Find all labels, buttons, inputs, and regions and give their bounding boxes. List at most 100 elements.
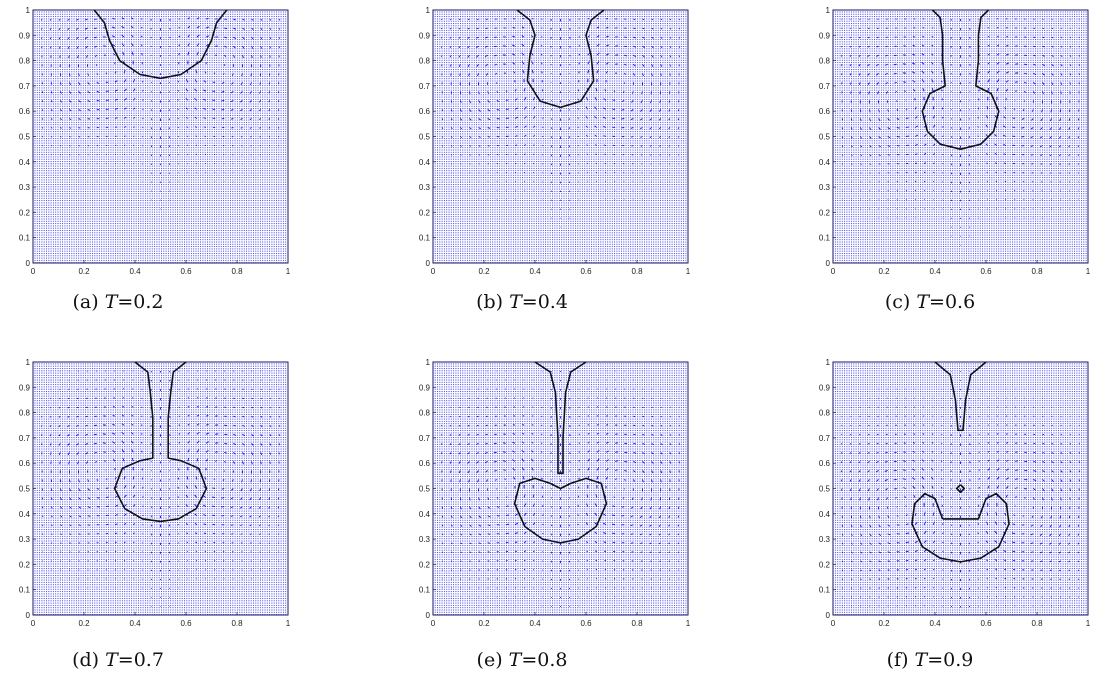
velocity-arrow bbox=[268, 524, 271, 527]
velocity-arrow bbox=[651, 415, 654, 418]
velocity-arrow bbox=[532, 512, 536, 516]
velocity-arrow bbox=[1069, 36, 1072, 39]
velocity-arrow bbox=[58, 452, 61, 456]
velocity-arrow bbox=[496, 506, 500, 508]
y-tick-label: 0.8 bbox=[819, 409, 831, 418]
velocity-arrow bbox=[205, 458, 208, 462]
velocity-arrow bbox=[485, 470, 488, 473]
velocity-arrow bbox=[650, 154, 652, 156]
y-tick-label: 0.4 bbox=[419, 158, 431, 167]
velocity-arrow bbox=[550, 36, 552, 39]
velocity-arrow bbox=[169, 45, 171, 48]
velocity-arrow bbox=[884, 63, 888, 66]
velocity-arrow bbox=[114, 71, 117, 74]
y-tick-label: 0.9 bbox=[19, 31, 31, 40]
velocity-arrow bbox=[485, 73, 489, 76]
velocity-arrow bbox=[905, 532, 909, 535]
velocity-arrow bbox=[624, 479, 626, 481]
velocity-arrow bbox=[931, 433, 934, 435]
velocity-arrow bbox=[449, 18, 452, 21]
velocity-arrow bbox=[513, 476, 516, 480]
velocity-arrow bbox=[840, 45, 843, 48]
velocity-arrow bbox=[1015, 478, 1019, 480]
velocity-arrow bbox=[1012, 541, 1016, 544]
y-tick-label: 0.7 bbox=[819, 434, 831, 443]
velocity-arrow bbox=[194, 107, 198, 110]
velocity-arrow bbox=[484, 442, 488, 445]
velocity-arrow bbox=[921, 485, 925, 489]
velocity-arrow bbox=[969, 452, 971, 455]
y-tick-label: 0.5 bbox=[419, 133, 431, 142]
velocity-arrow bbox=[932, 559, 935, 562]
velocity-arrow bbox=[1024, 497, 1026, 499]
velocity-arrow bbox=[859, 118, 862, 122]
velocity-arrow bbox=[968, 136, 971, 139]
velocity-arrow bbox=[630, 506, 634, 509]
velocity-arrow bbox=[485, 479, 489, 482]
velocity-arrow bbox=[277, 136, 280, 138]
interface-contour bbox=[934, 361, 987, 432]
velocity-arrow bbox=[467, 45, 470, 49]
velocity-arrow bbox=[168, 524, 171, 527]
velocity-arrow bbox=[587, 69, 590, 74]
velocity-arrow bbox=[68, 55, 70, 59]
velocity-arrow bbox=[476, 442, 479, 445]
velocity-arrow bbox=[484, 45, 488, 48]
velocity-arrow bbox=[641, 497, 643, 501]
velocity-arrow bbox=[950, 452, 952, 455]
velocity-arrow bbox=[950, 55, 952, 57]
velocity-arrow bbox=[994, 559, 998, 562]
velocity-arrow bbox=[450, 145, 453, 147]
velocity-arrow bbox=[96, 497, 100, 499]
velocity-arrow bbox=[595, 559, 598, 562]
velocity-arrow bbox=[476, 27, 479, 30]
velocity-arrow bbox=[105, 496, 109, 498]
velocity-arrow bbox=[41, 497, 44, 500]
velocity-arrow bbox=[875, 470, 879, 473]
velocity-arrow bbox=[87, 127, 90, 129]
velocity-arrow bbox=[459, 515, 463, 519]
velocity-arrow bbox=[603, 550, 607, 553]
velocity-arrow bbox=[859, 27, 861, 30]
velocity-arrow bbox=[1078, 73, 1081, 76]
velocity-arrow bbox=[78, 479, 80, 483]
velocity-arrow bbox=[586, 503, 589, 507]
velocity-arrow bbox=[612, 514, 616, 517]
velocity-arrow bbox=[121, 423, 125, 426]
velocity-arrow bbox=[1005, 62, 1010, 65]
velocity-arrow bbox=[677, 551, 680, 553]
velocity-arrow bbox=[250, 82, 252, 86]
velocity-arrow bbox=[114, 108, 118, 110]
y-tick-label: 0.9 bbox=[819, 383, 831, 392]
velocity-arrow bbox=[123, 513, 127, 516]
velocity-arrow bbox=[912, 53, 916, 56]
velocity-arrow bbox=[577, 523, 579, 526]
velocity-arrow bbox=[659, 506, 662, 510]
velocity-arrow bbox=[178, 450, 181, 453]
velocity-arrow bbox=[476, 424, 479, 427]
velocity-arrow bbox=[487, 506, 491, 509]
velocity-arrow bbox=[869, 551, 872, 554]
velocity-arrow bbox=[196, 423, 200, 426]
velocity-arrow bbox=[594, 531, 598, 535]
velocity-arrow bbox=[268, 497, 271, 500]
x-tick-label: 0 bbox=[831, 267, 836, 276]
velocity-arrow bbox=[41, 506, 44, 509]
velocity-arrow bbox=[932, 540, 936, 544]
velocity-arrow bbox=[521, 61, 525, 65]
y-tick-label: 0.5 bbox=[19, 485, 31, 494]
velocity-arrow bbox=[841, 145, 844, 148]
velocity-arrow bbox=[187, 449, 190, 453]
velocity-arrow bbox=[476, 45, 479, 49]
velocity-arrow bbox=[633, 470, 636, 473]
caption-value: =0.4 bbox=[522, 291, 568, 313]
y-tick-label: 0.5 bbox=[819, 133, 831, 142]
velocity-arrow bbox=[605, 459, 610, 462]
velocity-arrow bbox=[67, 36, 70, 40]
velocity-arrow bbox=[469, 560, 471, 562]
velocity-arrow bbox=[531, 432, 534, 435]
velocity-arrow bbox=[1049, 533, 1052, 537]
velocity-arrow bbox=[651, 461, 654, 464]
velocity-arrow bbox=[487, 533, 491, 535]
